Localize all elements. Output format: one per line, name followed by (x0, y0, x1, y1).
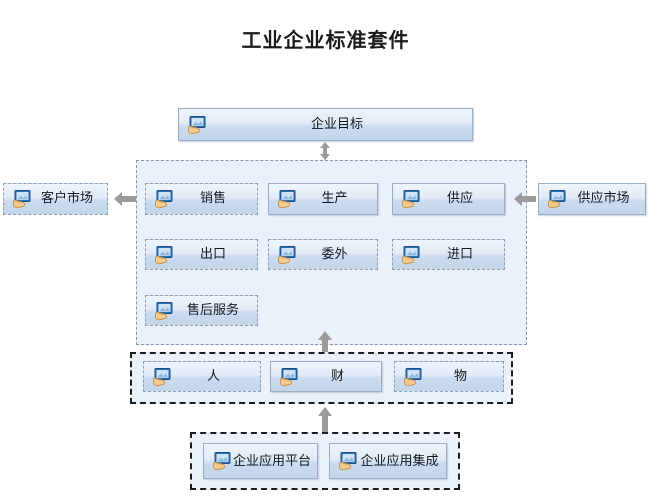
node-label: 进口 (446, 246, 473, 262)
monitor-hand-icon (11, 189, 33, 209)
node-label: 售后服务 (186, 302, 239, 318)
arrow-sales-to-customer-market (114, 190, 136, 208)
monitor-hand-icon (402, 367, 424, 387)
node-material[interactable]: 物 (394, 361, 504, 392)
node-label: 生产 (321, 191, 348, 207)
monitor-hand-icon (153, 301, 175, 321)
node-label: 企业应用集成 (360, 453, 439, 469)
node-sales[interactable]: 销售 (145, 183, 258, 215)
monitor-hand-icon (337, 451, 359, 471)
node-finance[interactable]: 财 (270, 361, 382, 392)
node-label: 销售 (199, 191, 226, 207)
monitor-hand-icon (400, 189, 422, 209)
node-customer-market[interactable]: 客户市场 (3, 183, 108, 215)
arrow-platform-to-resources (317, 407, 333, 433)
monitor-hand-icon (211, 451, 233, 471)
monitor-hand-icon (186, 115, 208, 135)
node-label: 人 (206, 368, 220, 384)
arrow-resources-to-core (317, 331, 333, 355)
arrow-goal-to-core (316, 142, 334, 160)
arrow-supply-market-to-supply (514, 190, 536, 208)
node-import[interactable]: 进口 (392, 239, 505, 270)
node-outsourcing[interactable]: 委外 (268, 239, 378, 270)
node-enterprise-application-integration[interactable]: 企业应用集成 (329, 443, 447, 479)
node-production[interactable]: 生产 (268, 183, 378, 215)
node-label: 客户市场 (40, 191, 93, 207)
node-enterprise-goal[interactable]: 企业目标 (178, 108, 473, 141)
monitor-hand-icon (153, 189, 175, 209)
node-enterprise-application-platform[interactable]: 企业应用平台 (203, 443, 318, 479)
node-label: 委外 (321, 246, 348, 262)
node-after-sales-service[interactable]: 售后服务 (145, 295, 258, 326)
monitor-hand-icon (546, 189, 568, 209)
node-label: 供应 (446, 191, 473, 207)
node-label: 企业目标 (310, 116, 363, 132)
node-label: 出口 (199, 246, 226, 262)
node-label: 财 (330, 368, 344, 384)
monitor-hand-icon (278, 367, 300, 387)
node-label: 企业应用平台 (233, 453, 312, 469)
monitor-hand-icon (153, 245, 175, 265)
node-label: 供应市场 (577, 191, 630, 207)
monitor-hand-icon (400, 245, 422, 265)
node-supply-market[interactable]: 供应市场 (538, 183, 646, 215)
node-supply[interactable]: 供应 (392, 183, 505, 215)
node-export[interactable]: 出口 (145, 239, 258, 270)
page-title: 工业企业标准套件 (241, 28, 410, 52)
monitor-hand-icon (151, 367, 173, 387)
monitor-hand-icon (276, 245, 298, 265)
node-label: 物 (453, 368, 467, 384)
monitor-hand-icon (276, 189, 298, 209)
node-people[interactable]: 人 (143, 361, 261, 392)
